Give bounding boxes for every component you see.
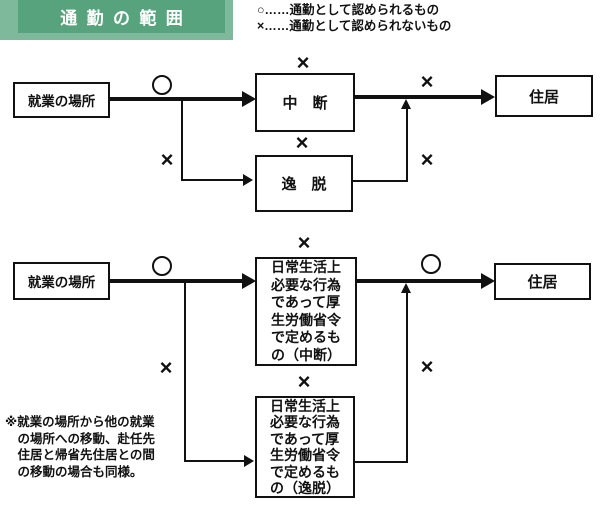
top-arrow-work-to-interruption-shaft bbox=[108, 97, 245, 101]
top-allowed-circle-mark bbox=[152, 75, 172, 95]
top-connector-cross-mark: × bbox=[420, 147, 434, 172]
top-residence-label: 住居 bbox=[528, 88, 559, 106]
top-connector-vertical-line bbox=[406, 106, 408, 182]
top-residence-box: 住居 bbox=[495, 75, 593, 117]
bottom-deviation-cross-mark: × bbox=[297, 369, 311, 394]
bottom-branch-vertical-line bbox=[184, 281, 186, 462]
bottom-connector-vertical-line bbox=[406, 290, 408, 463]
top-branch-arrow-head bbox=[243, 174, 253, 186]
bottom-allowed-circle-mark-left bbox=[152, 256, 172, 276]
top-arrow-interruption-to-residence-shaft bbox=[355, 95, 483, 99]
top-work-place-label: 就業の場所 bbox=[27, 94, 96, 109]
bottom-allowed-circle-mark-right bbox=[421, 254, 441, 274]
top-branch-cross-mark: × bbox=[160, 147, 174, 172]
bottom-arrow-interruption-to-residence-shaft bbox=[357, 279, 483, 283]
bottom-interruption-box: 日常生活上 必要な行為 であって厚 生労働省令 で定めるも の（中断） bbox=[255, 257, 357, 366]
top-branch-horizontal-line bbox=[181, 179, 245, 181]
top-connector-arrow-head bbox=[401, 99, 411, 109]
top-arrow-interruption-to-residence-head bbox=[481, 89, 495, 105]
bottom-residence-box: 住居 bbox=[494, 263, 591, 300]
top-interruption-box: 中 断 bbox=[255, 73, 355, 132]
page-title: 通勤の範囲 bbox=[60, 9, 193, 28]
legend-not-allowed: ×……通勤として認められないもの bbox=[257, 19, 452, 33]
bottom-arrow-work-to-interruption-head bbox=[242, 273, 256, 289]
bottom-deviation-box: 日常生活上 必要な行為 であって厚 生労働省令 で定めるも の（逸脱） bbox=[255, 396, 355, 498]
top-arrow-work-to-interruption-head bbox=[242, 91, 256, 107]
top-connector-horizontal-line bbox=[353, 180, 407, 182]
header-title-box: 通勤の範囲 bbox=[18, 0, 225, 33]
bottom-interruption-label: 日常生活上 必要な行為 であって厚 生労働省令 で定めるも の（中断） bbox=[271, 259, 341, 363]
bottom-branch-horizontal-line bbox=[184, 460, 246, 462]
top-branch-vertical-line bbox=[181, 99, 183, 181]
bottom-connector-horizontal-line bbox=[355, 461, 408, 463]
top-work-place-box: 就業の場所 bbox=[13, 82, 110, 118]
legend-allowed: ○……通勤として認められるもの bbox=[257, 3, 440, 17]
footnote: ※就業の場所から他の就業 の場所への移動、赴任先 住居と帰省先住居との間 の移動… bbox=[5, 415, 156, 479]
bottom-work-place-label: 就業の場所 bbox=[27, 275, 96, 290]
legend: ○……通勤として認められるもの ×……通勤として認められないもの bbox=[257, 2, 451, 34]
top-deviation-box: 逸 脱 bbox=[255, 155, 353, 212]
bottom-interruption-cross-mark: × bbox=[297, 230, 311, 255]
bottom-arrow-interruption-to-residence-head bbox=[481, 273, 495, 289]
bottom-arrow-work-to-interruption-shaft bbox=[108, 279, 245, 283]
bottom-connector-arrow-head bbox=[401, 283, 411, 293]
bottom-deviation-label: 日常生活上 必要な行為 であって厚 生労働省令 で定めるも の（逸脱） bbox=[270, 397, 340, 497]
bottom-branch-cross-mark: × bbox=[159, 355, 173, 380]
bottom-connector-cross-mark: × bbox=[420, 354, 434, 379]
bottom-residence-label: 住居 bbox=[527, 274, 558, 291]
top-deviation-label: 逸 脱 bbox=[281, 176, 327, 193]
top-residence-arrow-cross-mark: × bbox=[420, 69, 434, 94]
top-deviation-cross-mark: × bbox=[295, 130, 309, 155]
bottom-work-place-box: 就業の場所 bbox=[13, 262, 110, 300]
top-interruption-cross-mark: × bbox=[296, 50, 310, 75]
bottom-branch-arrow-head bbox=[244, 455, 254, 467]
top-interruption-label: 中 断 bbox=[282, 95, 328, 112]
